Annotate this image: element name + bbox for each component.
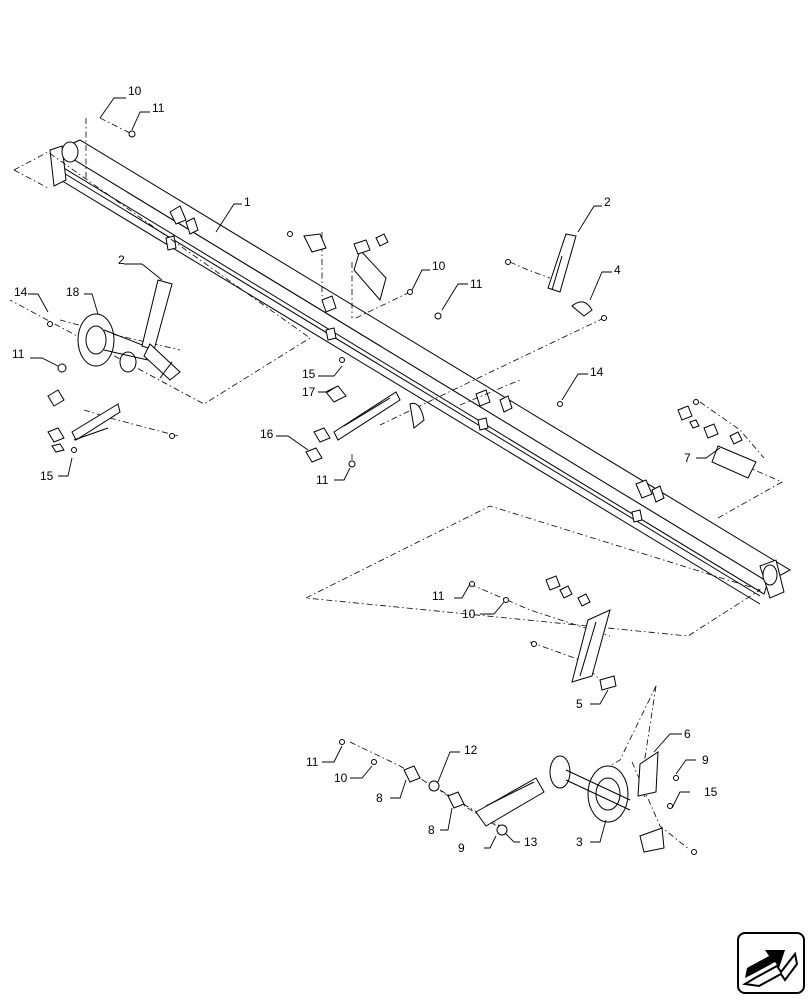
callout-2: 2 (604, 195, 611, 209)
small-bracket-parts-left (47, 321, 121, 453)
callout-labels: 10 11 1 2 14 18 11 15 2 4 10 11 14 7 15 … (12, 84, 718, 855)
callout-1: 1 (244, 195, 251, 209)
callout-17: 17 (302, 385, 316, 399)
mid-bracket-assembly (303, 233, 425, 463)
callout-3: 3 (576, 835, 583, 849)
lower-bracket-parts (403, 765, 665, 853)
callout-4: 4 (614, 263, 621, 277)
callout-8: 8 (376, 791, 383, 805)
callout-11: 11 (152, 101, 165, 115)
callout-11: 11 (12, 347, 25, 361)
shield-bracket-4 (571, 301, 593, 317)
assembly-outlines (9, 117, 783, 851)
callout-12: 12 (464, 743, 478, 757)
callout-10: 10 (462, 607, 476, 621)
callout-6: 6 (684, 727, 691, 741)
callout-18: 18 (66, 285, 80, 299)
bracket-assembly-7 (677, 405, 757, 479)
spindle-bracket-6 (637, 751, 659, 797)
callout-14: 14 (590, 365, 604, 379)
callout-10: 10 (432, 259, 446, 273)
fastener-bolts (71, 130, 699, 855)
support-arm-left (141, 279, 181, 381)
callout-16: 16 (260, 427, 274, 441)
support-arm-right (547, 233, 577, 293)
callout-9: 9 (702, 753, 709, 767)
callout-15: 15 (40, 469, 54, 483)
callout-10: 10 (128, 84, 142, 98)
callout-15: 15 (302, 367, 316, 381)
callout-13: 13 (524, 835, 538, 849)
callout-7: 7 (684, 451, 691, 465)
callout-11: 11 (432, 589, 445, 603)
callout-5: 5 (576, 697, 583, 711)
rear-bracket-assembly (545, 575, 617, 691)
main-frame-tube (49, 139, 792, 605)
leader-lines (28, 97, 721, 849)
callout-15: 15 (704, 785, 718, 799)
tube-clamp-brackets (165, 205, 665, 523)
callout-11: 11 (316, 473, 329, 487)
arrow-icon (742, 950, 799, 988)
callout-8: 8 (428, 823, 435, 837)
callout-14: 14 (14, 285, 28, 299)
callout-11: 11 (470, 277, 483, 291)
callout-11: 11 (306, 755, 319, 769)
hub-assembly-right (549, 755, 631, 823)
hub-assembly-left (77, 313, 151, 373)
next-page-arrow-icon[interactable] (737, 932, 805, 994)
callout-10: 10 (334, 771, 348, 785)
callout-2: 2 (118, 253, 125, 267)
callout-9: 9 (458, 841, 465, 855)
